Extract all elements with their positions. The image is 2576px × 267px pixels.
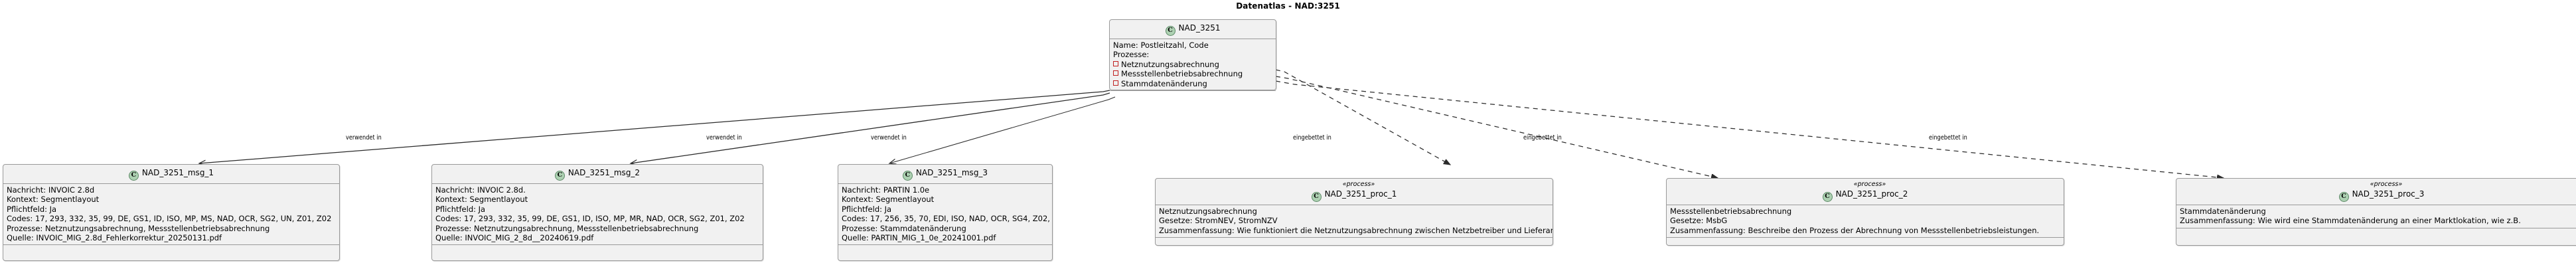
- node-title-msg1: NAD_3251_msg_1: [141, 168, 214, 177]
- node-attribute-label: Messstellenbetriebsabrechnung: [1121, 69, 1243, 79]
- node-stereotype-proc1: «process»: [1342, 181, 1375, 188]
- edge-root-proc3: [1275, 80, 2224, 178]
- class-icon: C: [554, 171, 565, 181]
- node-line: Quelle: INVOIC_MIG_2_8d__20240619.pdf: [435, 233, 594, 243]
- class-icon: C: [128, 171, 139, 181]
- node-footer-proc3: [2176, 228, 2576, 233]
- node-line: Prozesse: Stammdatenänderung: [842, 223, 966, 233]
- node-line: Name: Postleitzahl, Code: [1113, 41, 1209, 50]
- node-title-proc2: NAD_3251_proc_2: [1835, 189, 1908, 199]
- node-body-msg2: Nachricht: INVOIC 2.8d. Kontext: Segment…: [432, 184, 763, 246]
- node-footer-msg1: [3, 245, 339, 250]
- node-title-proc1: NAD_3251_proc_1: [1324, 189, 1397, 199]
- node-line: Codes: 17, 256, 35, 70, EDI, ISO, NAD, O…: [842, 214, 1052, 224]
- node-body-proc1: Netznutzungsabrechnung Gesetze: StromNEV…: [1156, 205, 1553, 238]
- node-line: Pflichtfeld: Ja: [842, 204, 892, 214]
- node-line: Nachricht: INVOIC 2.8d: [7, 185, 95, 195]
- class-icon: C: [902, 171, 913, 181]
- node-footer-proc2: [1667, 238, 2064, 242]
- node-line: Quelle: INVOIC_MIG_2.8d_Fehlerkorrektur_…: [7, 233, 222, 243]
- node-line: Kontext: Segmentlayout: [7, 195, 100, 205]
- node-stereotype-proc2: «process»: [1853, 181, 1886, 188]
- node-line: Codes: 17, 293, 332, 35, 99, DE, GS1, ID…: [435, 214, 745, 224]
- node-footer-msg2: [432, 245, 763, 250]
- edge-label-verwendet-in-1: verwendet in: [346, 134, 382, 141]
- node-attribute: Netznutzungsabrechnung: [1113, 60, 1272, 69]
- attribute-marker-icon: [1113, 80, 1118, 86]
- page-title: Datenatlas - NAD:3251: [1236, 1, 1340, 11]
- node-stereotype-proc3: «process»: [2370, 181, 2403, 188]
- node-body-root: Name: Postleitzahl, Code Prozesse: Netzn…: [1110, 39, 1276, 92]
- node-body-msg1: Nachricht: INVOIC 2.8d Kontext: Segmentl…: [3, 184, 339, 246]
- edge-label-eingebettet-in-3: eingebettet in: [1929, 134, 1967, 141]
- node-line: Zusammenfassung: Wie funktioniert die Ne…: [1159, 225, 1553, 235]
- edge-label-eingebettet-in-2: eingebettet in: [1523, 134, 1562, 141]
- node-footer-msg3: [838, 245, 1052, 250]
- edge-root-msg2: [631, 92, 1110, 163]
- node-line: Gesetze: StromNEV, StromNZV: [1159, 216, 1278, 226]
- node-line: Pflichtfeld: Ja: [7, 204, 57, 214]
- node-title-msg3: NAD_3251_msg_3: [915, 168, 988, 177]
- node-line: Zusammenfassung: Beschreibe den Prozess …: [1670, 225, 2040, 235]
- node-line: Codes: 17, 293, 332, 35, 99, DE, GS1, ID…: [7, 214, 332, 224]
- node-line: Kontext: Segmentlayout: [435, 195, 528, 205]
- node-body-msg3: Nachricht: PARTIN 1.0e Kontext: Segmentl…: [838, 184, 1052, 246]
- class-icon: C: [1165, 26, 1175, 36]
- edge-root-proc1: [1275, 69, 1450, 165]
- node-line: Prozesse: Netznutzungsabrechnung, Messst…: [435, 223, 699, 233]
- edge-root-msg3: [889, 96, 1116, 163]
- node-line: Nachricht: INVOIC 2.8d.: [435, 185, 526, 195]
- node-attribute: Messstellenbetriebsabrechnung: [1113, 69, 1272, 78]
- node-line: Prozesse: Netznutzungsabrechnung, Messst…: [7, 223, 270, 233]
- edge-root-msg1: [199, 90, 1110, 163]
- attribute-marker-icon: [1113, 60, 1118, 66]
- node-line: Netznutzungsabrechnung: [1159, 207, 1257, 216]
- node-line: Messstellenbetriebsabrechnung: [1670, 207, 1792, 216]
- node-line: Prozesse:: [1113, 50, 1150, 60]
- edge-label-verwendet-in-2: verwendet in: [706, 134, 742, 141]
- node-body-proc3: Stammdatenänderung Zusammenfassung: Wie …: [2176, 205, 2576, 228]
- class-icon: C: [1311, 192, 1322, 202]
- attribute-marker-icon: [1113, 70, 1118, 76]
- class-icon: C: [2338, 192, 2349, 202]
- node-line: Nachricht: PARTIN 1.0e: [842, 185, 930, 195]
- edge-label-eingebettet-in-1: eingebettet in: [1293, 134, 1331, 141]
- node-line: Zusammenfassung: Wie wird eine Stammdate…: [2180, 216, 2521, 226]
- node-line: Quelle: PARTIN_MIG_1_0e_20241001.pdf: [842, 233, 996, 243]
- node-attribute-label: Netznutzungsabrechnung: [1121, 59, 1219, 69]
- node-footer-proc1: [1156, 238, 1553, 242]
- node-line: Stammdatenänderung: [2180, 207, 2266, 216]
- node-attribute-label: Stammdatenänderung: [1121, 78, 1207, 88]
- node-line: Gesetze: MsbG: [1670, 216, 1728, 226]
- node-title-proc3: NAD_3251_proc_3: [2352, 189, 2425, 199]
- node-body-proc2: Messstellenbetriebsabrechnung Gesetze: M…: [1667, 205, 2064, 238]
- node-title-msg2: NAD_3251_msg_2: [568, 168, 641, 177]
- edge-root-proc2: [1275, 76, 1718, 178]
- node-title-root: NAD_3251: [1178, 23, 1221, 33]
- node-attribute: Stammdatenänderung: [1113, 79, 1272, 88]
- node-line: Kontext: Segmentlayout: [842, 195, 935, 205]
- edge-label-verwendet-in-3: verwendet in: [871, 134, 907, 141]
- node-line: Pflichtfeld: Ja: [435, 204, 486, 214]
- class-icon: C: [1822, 192, 1833, 202]
